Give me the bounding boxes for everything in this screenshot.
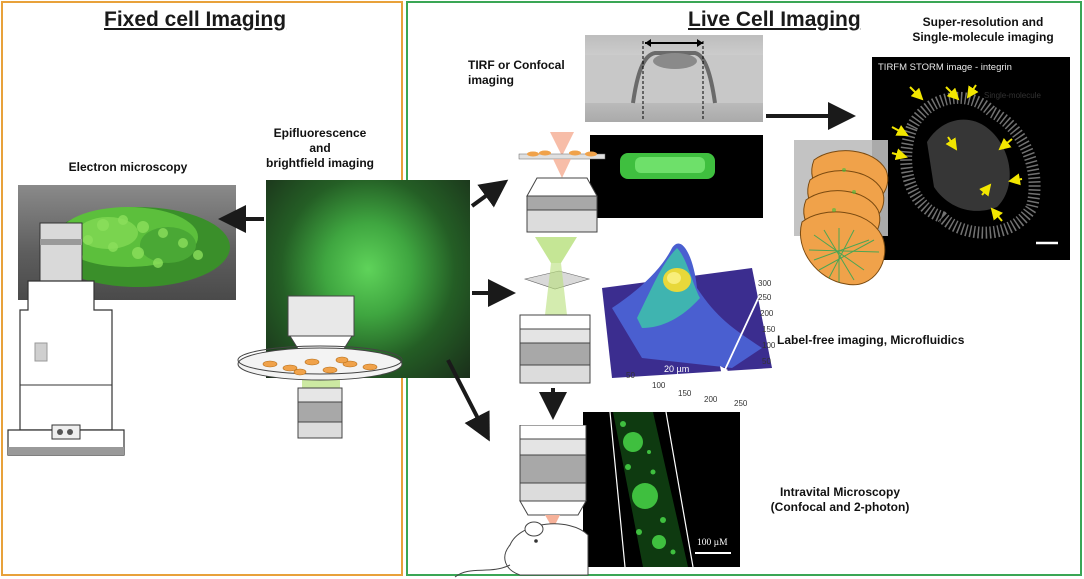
- label-free-label: Label-free imaging, Microfluidics: [777, 333, 965, 347]
- super-resolution-label: Super-resolution and Single-molecule ima…: [888, 15, 1078, 45]
- electron-microscope-illustration: [7, 222, 125, 456]
- electron-microscopy-label: Electron microscopy: [68, 160, 188, 174]
- storm-caption: TIRFM STORM image - integrin: [878, 62, 1012, 73]
- fixed-panel-title: Fixed cell Imaging: [104, 8, 287, 31]
- intravital-scalebar-label: 100 µM: [697, 538, 728, 548]
- storm-image: TIRFM STORM image - integrin Single-mole…: [872, 57, 1070, 260]
- intravital-objective-mouse-illustration: [454, 425, 589, 578]
- tirf-objective-illustration: [518, 132, 606, 233]
- intravital-line-1: Intravital Microscopy: [779, 485, 901, 499]
- storm-yellow-arrows: [891, 84, 1023, 222]
- sem-cell-illustration: [46, 207, 230, 287]
- x-tick-250: 250: [734, 399, 748, 408]
- y-tick-300: 300: [758, 279, 772, 288]
- arrow-to-intravital: [446, 359, 490, 442]
- epifluorescence-label: Epifluorescence and brightfield imaging: [240, 126, 400, 171]
- epi-objective-illustration: [237, 295, 403, 439]
- microfluidic-brightfield-image: [585, 35, 763, 122]
- x-tick-50: 50: [626, 371, 635, 380]
- intravital-image: 100 µM: [583, 411, 740, 568]
- y-tick-200: 200: [760, 309, 774, 318]
- tirf-label: TIRF or Confocal imaging: [468, 58, 588, 88]
- x-tick-150: 150: [678, 389, 692, 398]
- epi-line-3: brightfield imaging: [266, 156, 374, 170]
- microfluidic-channel-illustration: [585, 39, 763, 120]
- epi-line-2: and: [309, 141, 331, 155]
- intravital-line-2: (Confocal and 2-photon): [770, 500, 910, 514]
- y-tick-250: 250: [758, 293, 772, 302]
- y-tick-100: 100: [762, 341, 776, 350]
- tirf-line-2: imaging: [468, 73, 515, 87]
- intravital-vessel-illustration: [609, 411, 694, 568]
- scalebar-3d-label: 20 µm: [664, 364, 689, 374]
- superres-line-2: Single-molecule imaging: [912, 30, 1054, 44]
- intravital-label: Intravital Microscopy (Confocal and 2-ph…: [755, 485, 925, 515]
- superres-line-1: Super-resolution and: [922, 15, 1044, 29]
- y-tick-150: 150: [762, 325, 776, 334]
- x-tick-100: 100: [652, 381, 666, 390]
- label-free-3d-surface-plot: 20 µm 50 100 150 200 250 300 50 100 150 …: [602, 243, 776, 408]
- y-tick-50: 50: [762, 357, 771, 366]
- x-tick-200: 200: [704, 395, 718, 404]
- tirf-fluorescence-image: [590, 135, 763, 218]
- platelet-stack-illustration: [794, 140, 889, 286]
- intravital-scalebar: [695, 552, 731, 554]
- tirf-cell-illustration: [620, 153, 715, 179]
- storm-faint-text: Single-molecule: [984, 91, 1041, 100]
- labelfree-objective-illustration: [519, 237, 591, 384]
- epi-line-1: Epifluorescence: [273, 126, 367, 140]
- tirf-line-1: TIRF or Confocal: [468, 58, 565, 72]
- live-panel-title: Live Cell Imaging: [688, 8, 861, 31]
- arrow-to-tirf: [470, 179, 509, 208]
